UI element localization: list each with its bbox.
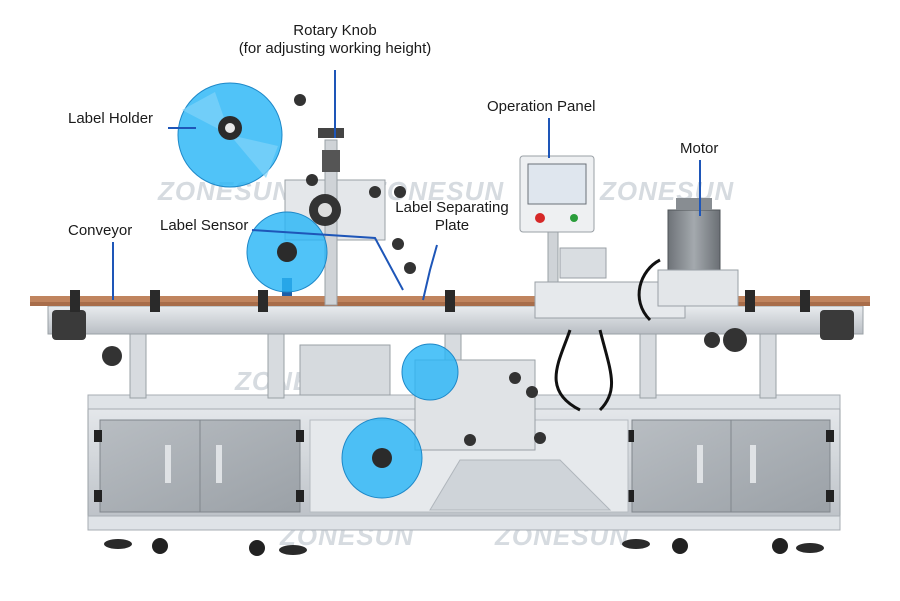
label-holder-label: Label Holder [68,110,154,127]
base-frame [87,394,841,531]
stop-button-icon [535,213,545,223]
side-labeling-head [299,329,614,499]
motor-assembly [637,198,747,352]
label-separating-plate-callout: Label Separating Plate [382,199,522,235]
separating-plate-leader [422,244,438,301]
label-sensor-leader [251,229,404,291]
motor-label: Motor [680,140,719,157]
top-labeling-head [177,82,416,306]
watermark: ZONESUN [599,176,734,206]
conveyor-rail [30,290,870,366]
start-button-icon [570,214,578,222]
callout-lines [112,70,701,301]
label-separating-plate-sublabel: Plate [434,217,470,234]
conveyor-label: Conveyor [68,222,133,239]
label-separating-plate-label: Label Separating [395,199,509,216]
rotary-knob-label: Rotary Knob [293,22,377,39]
rotary-knob-callout: Rotary Knob (for adjusting working heigh… [215,22,455,58]
motor-body [667,209,721,271]
casters [104,538,824,556]
label-sensor-label: Label Sensor [160,217,249,234]
watermark: ZONESUN [369,176,504,206]
operation-panel-label: Operation Panel [487,98,596,115]
rotary-knob-sublabel: (for adjusting working height) [238,40,432,57]
operation-panel [519,155,686,319]
